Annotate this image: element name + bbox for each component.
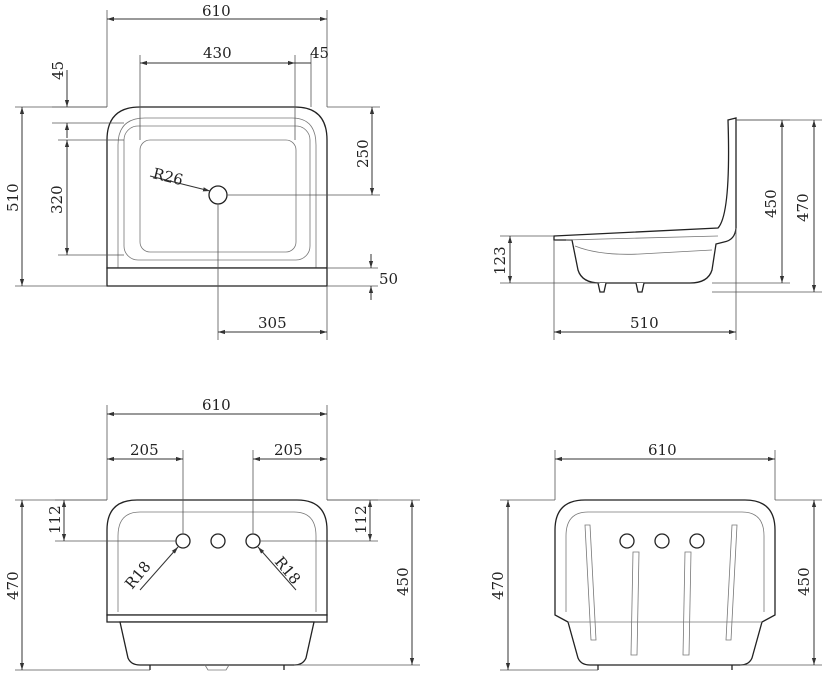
hole-height-left-label: 112 xyxy=(46,505,64,534)
drain-side-label: 305 xyxy=(258,314,287,332)
hole-offset-right-label: 205 xyxy=(274,441,303,459)
back-width-label: 610 xyxy=(648,441,677,459)
front-view-bowl xyxy=(119,621,315,666)
back-hole-right xyxy=(689,533,705,549)
back-hole-left xyxy=(619,533,635,549)
faucet-hole-right xyxy=(245,533,261,549)
faucet-hole-left xyxy=(175,533,191,549)
support-rib xyxy=(682,551,692,656)
front-lip xyxy=(106,267,328,287)
top-view: R26 610 430 45 45 510 320 xyxy=(4,2,398,340)
side-height-back-label: 450 xyxy=(762,189,780,218)
back-height-total-label: 470 xyxy=(489,571,507,600)
support-rib xyxy=(725,524,738,641)
front-lip-label: 50 xyxy=(379,270,398,288)
back-view: 610 470 450 xyxy=(489,441,822,671)
front-height-total-label: 470 xyxy=(4,571,22,600)
side-view: 450 470 123 510 xyxy=(491,117,822,340)
drain-hole xyxy=(208,185,228,205)
rim-back-label: 45 xyxy=(49,61,67,80)
front-view-outline xyxy=(106,499,328,616)
front-view: R18 R18 610 205 205 112 112 470 xyxy=(4,396,420,671)
basin-outline xyxy=(123,125,311,261)
side-view-outline xyxy=(553,117,737,284)
top-depth-label: 510 xyxy=(4,183,22,212)
basin-width-label: 430 xyxy=(203,44,232,62)
drain-back-label: 250 xyxy=(354,139,372,168)
rim-side-label: 45 xyxy=(310,44,329,62)
support-rib xyxy=(630,551,640,656)
support-rib xyxy=(584,524,597,641)
hole-height-right-label: 112 xyxy=(352,505,370,534)
basin-depth-label: 320 xyxy=(48,185,66,214)
faucet-hole-center xyxy=(210,533,226,549)
side-front-height-label: 123 xyxy=(491,246,509,275)
top-width-label: 610 xyxy=(202,2,231,20)
front-width-label: 610 xyxy=(202,396,231,414)
front-height-back-label: 450 xyxy=(394,567,412,596)
side-height-total-label: 470 xyxy=(794,193,812,222)
hole-offset-left-label: 205 xyxy=(130,441,159,459)
back-height-back-label: 450 xyxy=(795,567,813,596)
back-hole-center xyxy=(654,533,670,549)
side-depth-label: 510 xyxy=(630,314,659,332)
